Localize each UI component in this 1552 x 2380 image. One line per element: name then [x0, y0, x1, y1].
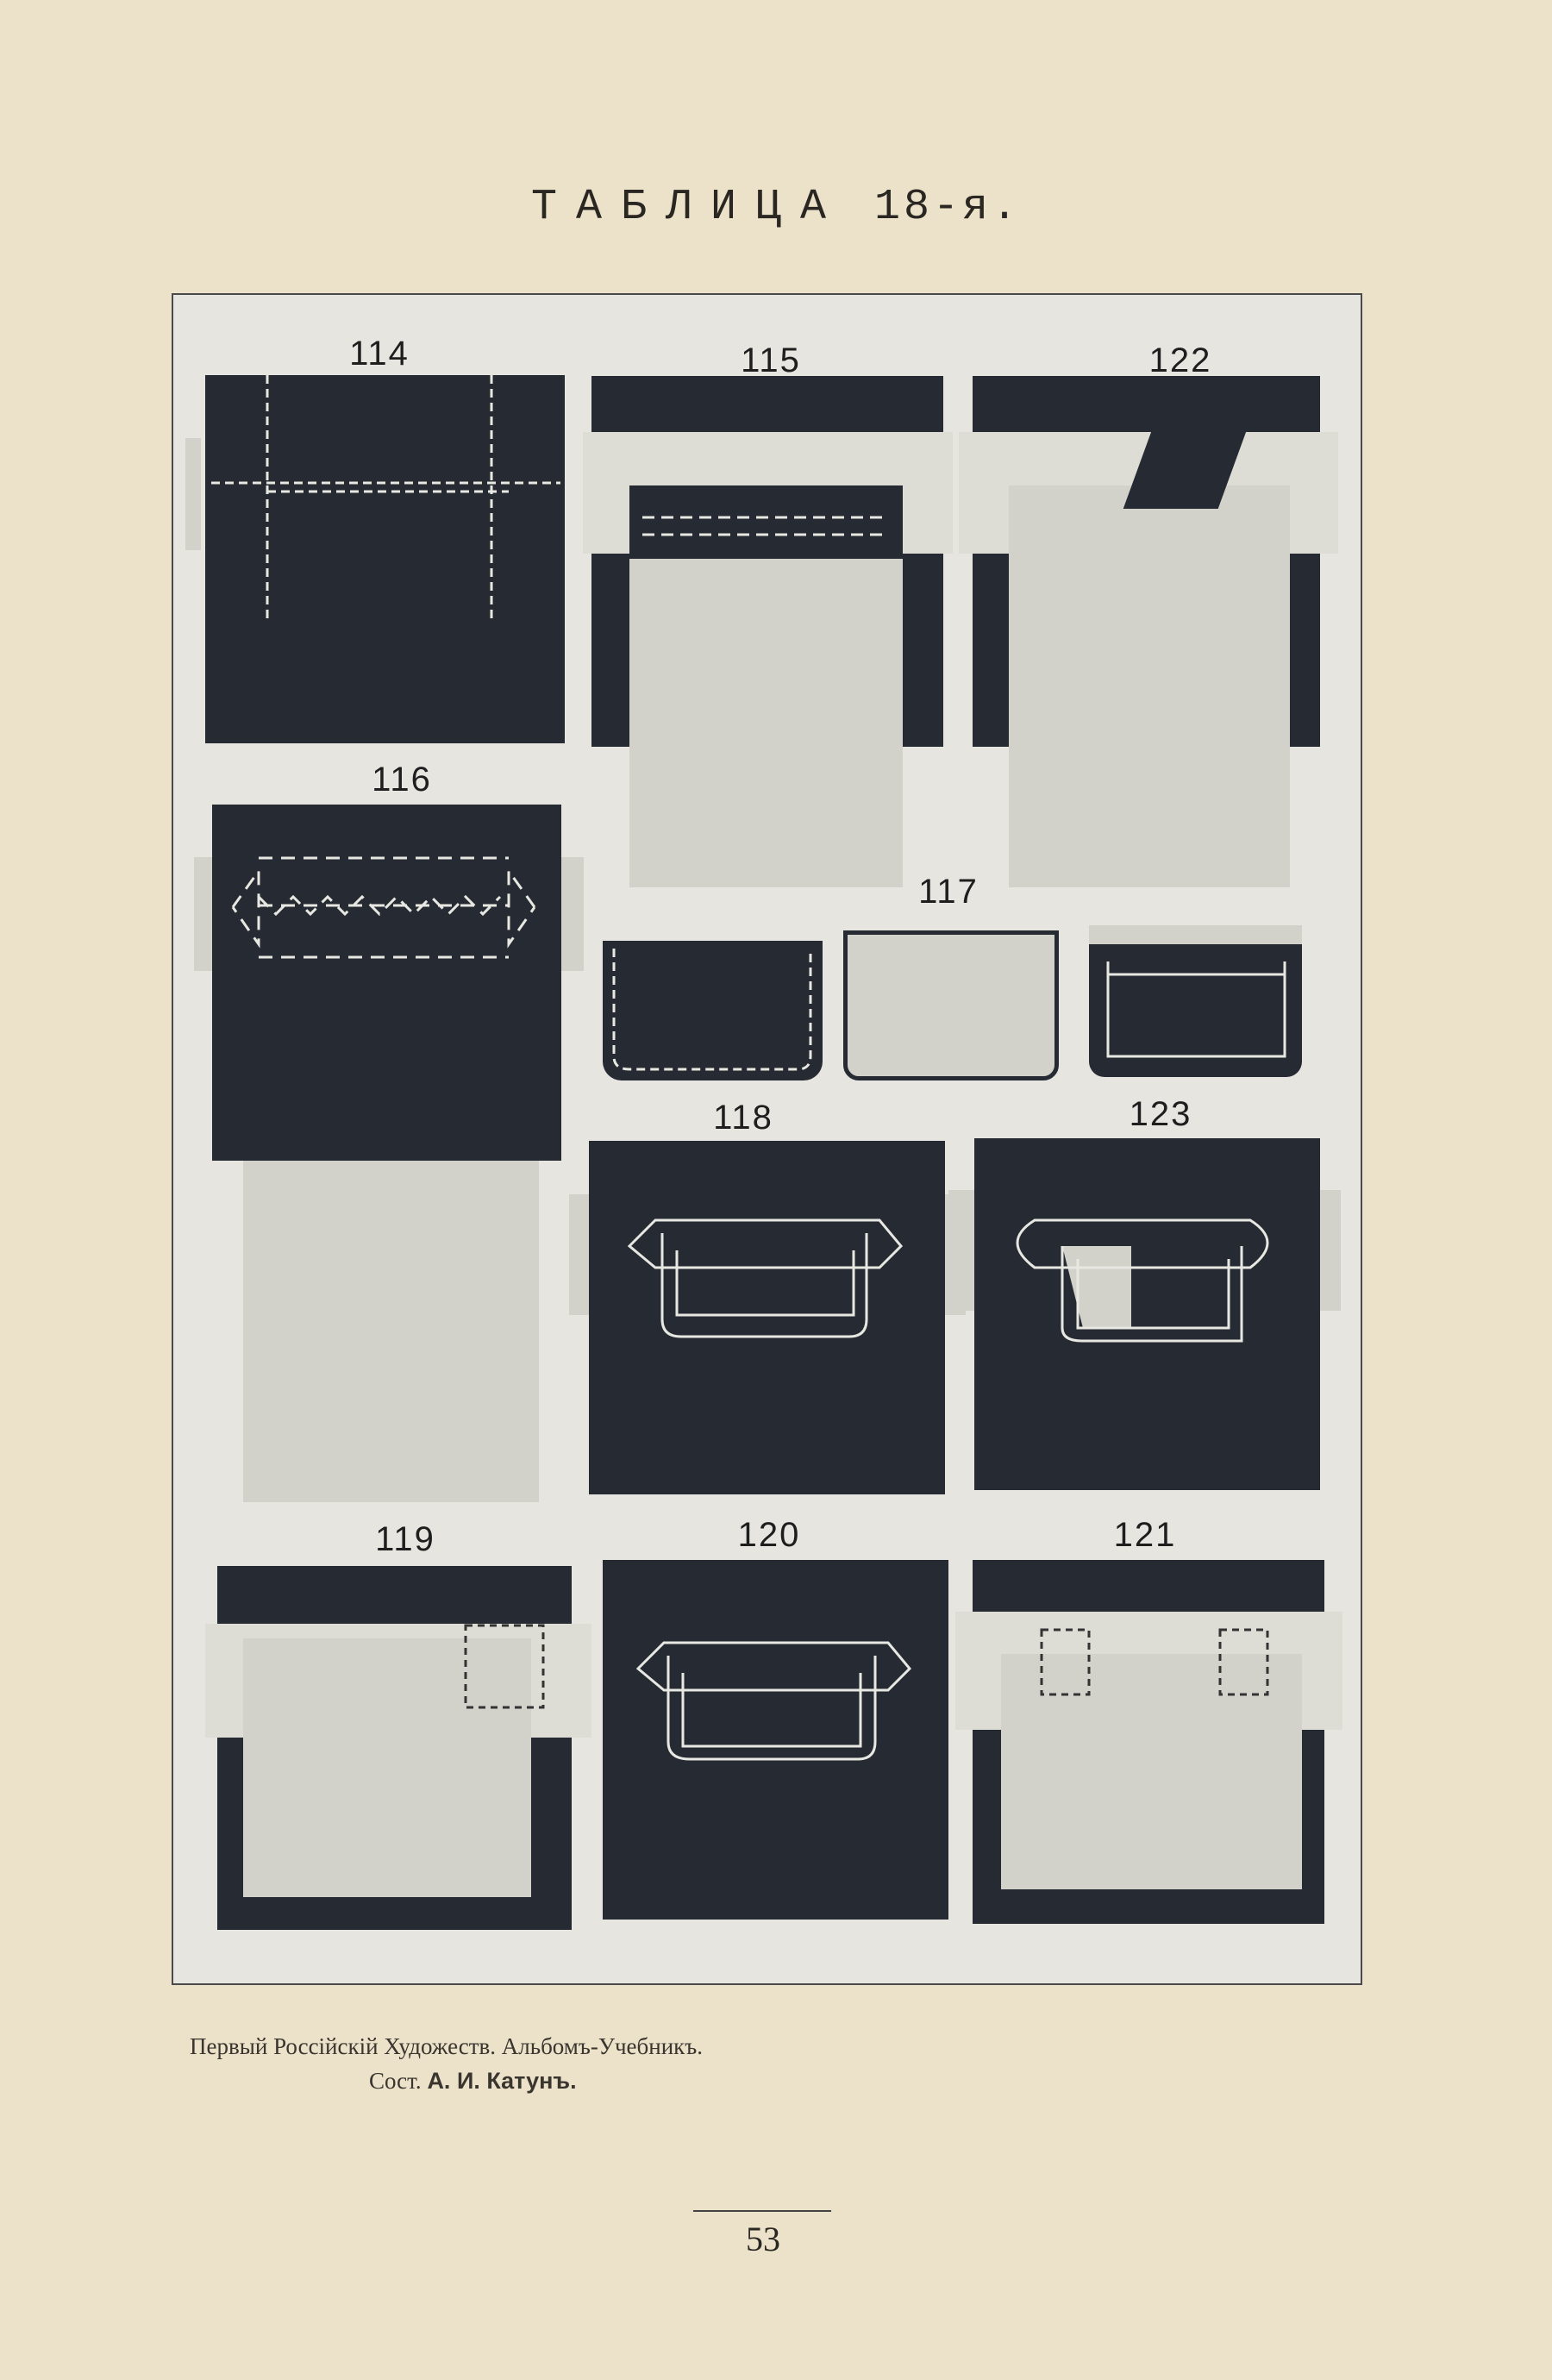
stitches-117-c: [1106, 961, 1286, 1058]
stitches-118-flap: [627, 1218, 904, 1269]
stitches-118-pocket: [660, 1233, 868, 1338]
sample-label-123: 123: [1129, 1095, 1192, 1133]
sample-label-118: 118: [713, 1099, 773, 1137]
caption-line-1: Первый Россійскій Художеств. Альбомъ-Уче…: [190, 2033, 703, 2059]
sample-label-121: 121: [1113, 1516, 1177, 1554]
sample-label-122: 122: [1148, 341, 1212, 379]
sample-117-c: [1089, 925, 1302, 1077]
caption-author: А. И. Катунъ.: [427, 2068, 577, 2094]
caption-line-2: Сост. А. И. Катунъ.: [369, 2068, 577, 2095]
stitches-116: [231, 856, 536, 959]
stitches-121: [1040, 1628, 1269, 1696]
sample-label-117: 117: [918, 873, 979, 911]
caption-prefix: Сост.: [369, 2068, 422, 2094]
sample-117-b: [843, 930, 1059, 1080]
stitches-117: [612, 949, 812, 1071]
sample-115-pocket-bag: [629, 559, 903, 887]
sample-label-119: 119: [375, 1520, 435, 1558]
stitches-119: [464, 1624, 545, 1709]
footer-rule: [693, 2210, 831, 2212]
stitches-123-pocket: [1061, 1246, 1243, 1343]
sample-115-welt: [629, 485, 903, 559]
sample-117-a: [603, 941, 823, 1080]
stitches-115: [642, 516, 888, 536]
page-number: 53: [746, 2220, 780, 2258]
sample-label-120: 120: [737, 1516, 801, 1554]
sample-120-panel: [603, 1560, 948, 1920]
sample-122-pocket-bag: [1009, 485, 1290, 887]
sample-label-114: 114: [349, 335, 410, 373]
sample-116-lining: [243, 1161, 539, 1502]
sample-123-panel: [974, 1138, 1320, 1490]
stitches-114: [211, 375, 560, 621]
sample-118-panel: [589, 1141, 945, 1494]
plate-title: ТАБЛИЦА 18-я.: [0, 183, 1552, 232]
sample-label-116: 116: [372, 761, 432, 799]
sample-114-panel: [205, 375, 565, 743]
title-word: ТАБЛИЦА: [530, 183, 845, 232]
sample-label-115: 115: [741, 341, 801, 379]
stitches-120-flap: [635, 1641, 912, 1692]
sample-116-panel: [212, 805, 561, 1161]
stitches-120-pocket: [666, 1656, 877, 1761]
sample-119-pocket-bag: [243, 1638, 531, 1897]
sample-114-tab: [185, 438, 201, 550]
title-suffix: 18-я.: [874, 183, 1022, 232]
stitches-123-flap: [1016, 1218, 1269, 1269]
